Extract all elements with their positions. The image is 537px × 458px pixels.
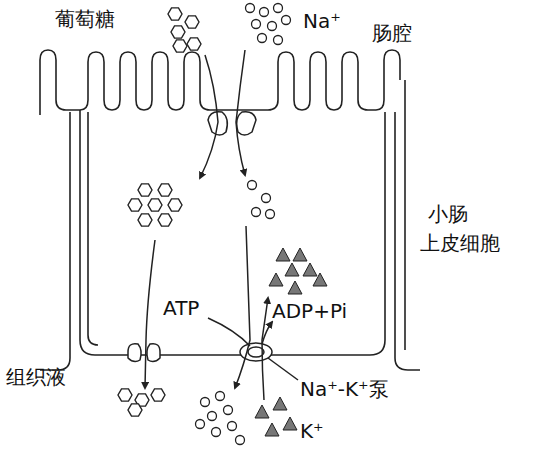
glucose-hexagon (173, 40, 187, 52)
molecules (118, 4, 327, 445)
sodium-ion (196, 420, 205, 429)
glucose-hexagon (168, 8, 182, 20)
potassium-ion (276, 248, 290, 261)
ion-label: K⁺ (300, 420, 324, 442)
cell-outline (40, 50, 420, 370)
ion-label: Na⁺ (303, 10, 341, 32)
sodium-ion (262, 194, 271, 203)
carrier-proteins (128, 112, 272, 362)
molecule-label: ATP (163, 297, 199, 319)
sodium-ion (212, 428, 221, 437)
region-label: 组织液 (6, 366, 66, 388)
sodium-ion (224, 406, 233, 415)
glucose-hexagon (185, 16, 199, 28)
glucose-hexagon (118, 389, 132, 401)
sodium-ion (228, 422, 237, 431)
pump-label: Na⁺-K⁺泵 (300, 378, 389, 400)
potassium-ion (283, 417, 297, 430)
glucose-hexagon (187, 38, 201, 50)
potassium-ion (303, 263, 317, 276)
potassium-ion (313, 273, 327, 286)
glucose-hexagon (158, 214, 172, 226)
sodium-ion (246, 4, 255, 13)
sodium-ion (201, 398, 210, 407)
potassium-ion (285, 263, 299, 276)
glucose-hexagon (128, 199, 142, 211)
sodium-ion (274, 4, 283, 13)
glucose-hexagon (128, 404, 142, 416)
glucose-hexagon (148, 199, 162, 211)
molecule-label: ADP+Pi (272, 300, 347, 322)
potassium-ion (288, 281, 302, 294)
potassium-ion (265, 423, 279, 436)
glucose-hexagon (168, 199, 182, 211)
sodium-ion (268, 22, 277, 31)
potassium-ion (255, 405, 269, 418)
glucose-hexagon (171, 26, 185, 38)
sodium-ion (248, 181, 257, 190)
sodium-ion (236, 436, 245, 445)
cell-label: 小肠 (428, 203, 468, 225)
glucose-hexagon (138, 214, 152, 226)
sodium-ion (252, 208, 261, 217)
region-label: 肠腔 (372, 22, 412, 44)
glucose-hexagon (138, 184, 152, 196)
potassium-ion (269, 273, 283, 286)
potassium-ion (273, 397, 287, 410)
sodium-ion (252, 20, 261, 29)
substance-label: 葡萄糖 (55, 8, 115, 30)
sodium-ion (258, 34, 267, 43)
potassium-ion (293, 248, 307, 261)
cell-label: 上皮细胞 (420, 232, 500, 254)
glucose-hexagon (151, 389, 165, 401)
sodium-ion (282, 16, 291, 25)
sodium-ion (266, 210, 275, 219)
sodium-ion (260, 8, 269, 17)
sodium-ion (274, 36, 283, 45)
sodium-ion (216, 392, 225, 401)
glucose-hexagon (158, 184, 172, 196)
sodium-ion (208, 412, 217, 421)
transport-arrows (145, 50, 298, 400)
